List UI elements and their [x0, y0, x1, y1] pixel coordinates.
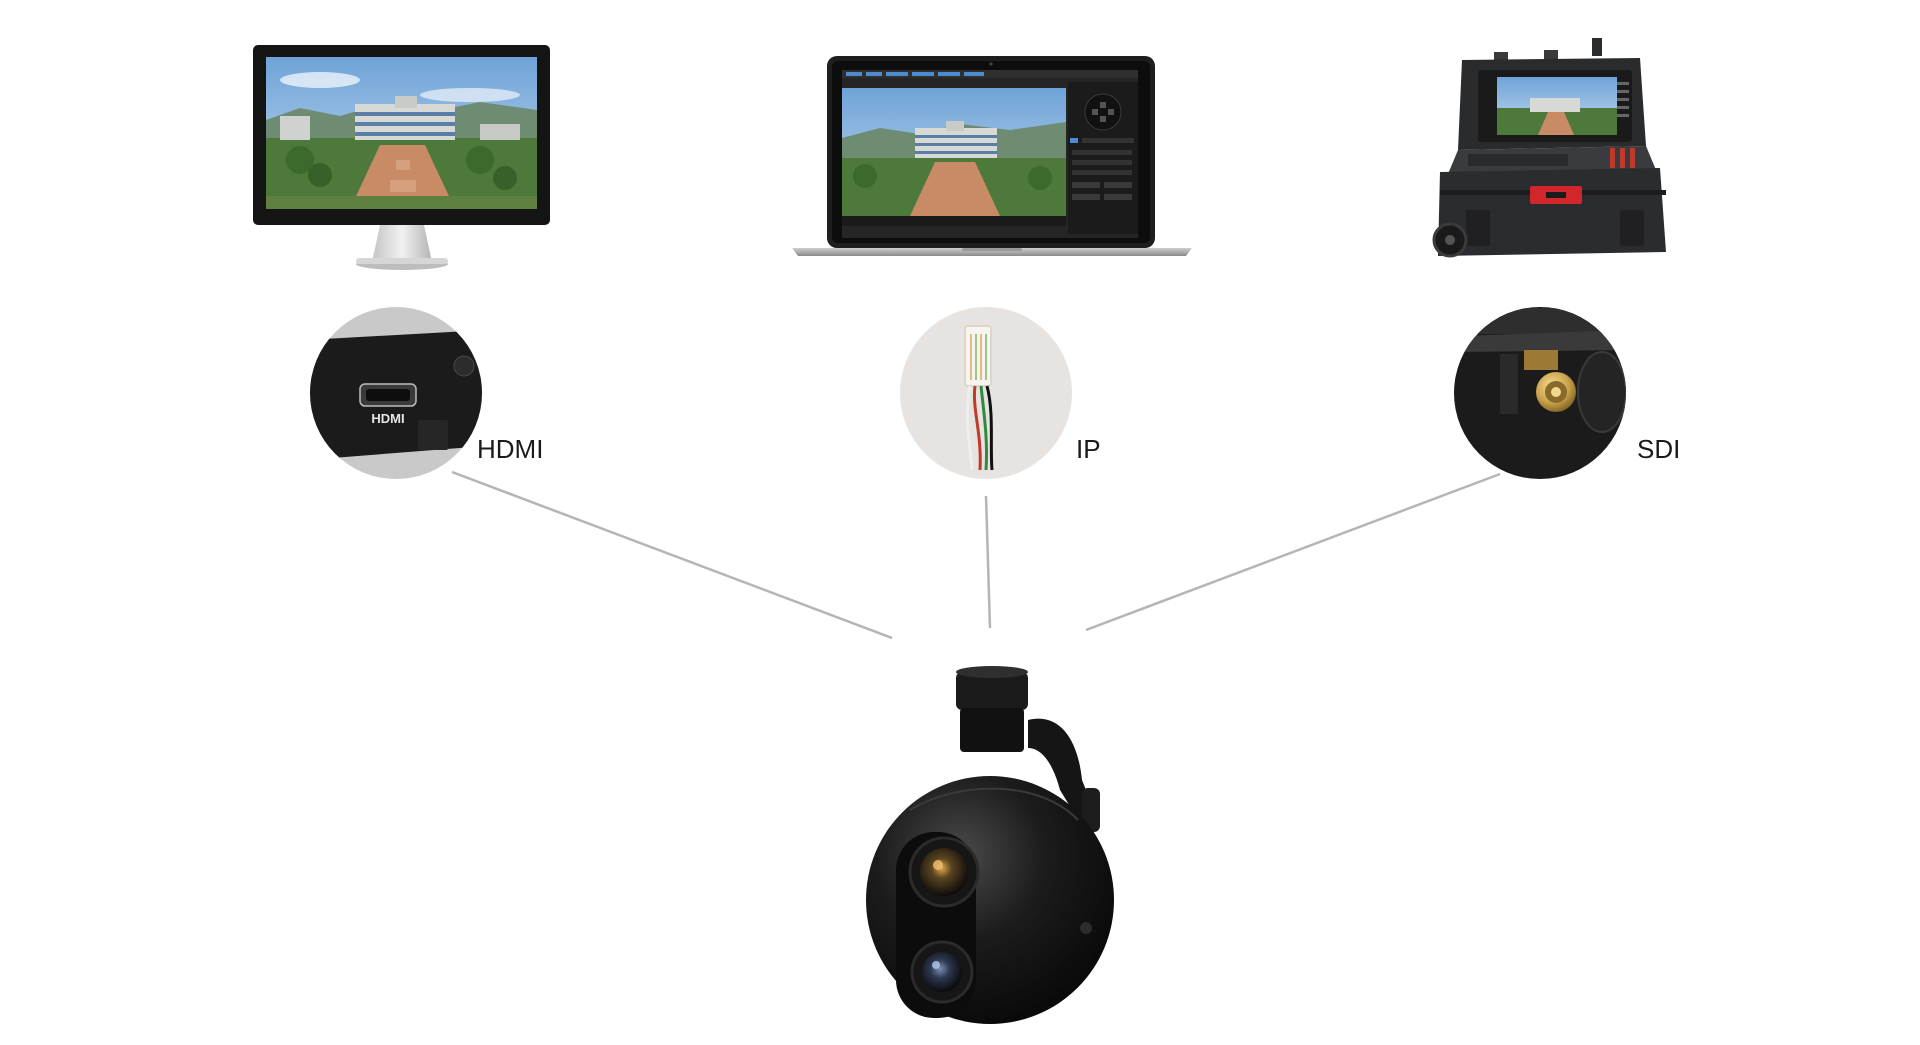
dual-sensor-gimbal-camera-icon [866, 666, 1114, 1024]
ethernet-connector-closeup-icon [900, 307, 1072, 479]
desktop-monitor-icon [253, 45, 550, 270]
connector-line-ip [984, 495, 992, 629]
sdi-connector-closeup-icon [1454, 307, 1626, 479]
portable-ground-station-case-icon [1432, 38, 1666, 258]
hdmi-port-closeup-icon: HDMI [310, 307, 482, 479]
hdmi-label: HDMI [477, 434, 543, 464]
ip-label: IP [1076, 434, 1101, 464]
connector-line-sdi [1085, 472, 1501, 632]
laptop-icon [792, 56, 1192, 256]
sdi-label: SDI [1637, 434, 1680, 464]
connector-line-hdmi [451, 470, 893, 640]
hdmi-port-text: HDMI [371, 411, 404, 426]
